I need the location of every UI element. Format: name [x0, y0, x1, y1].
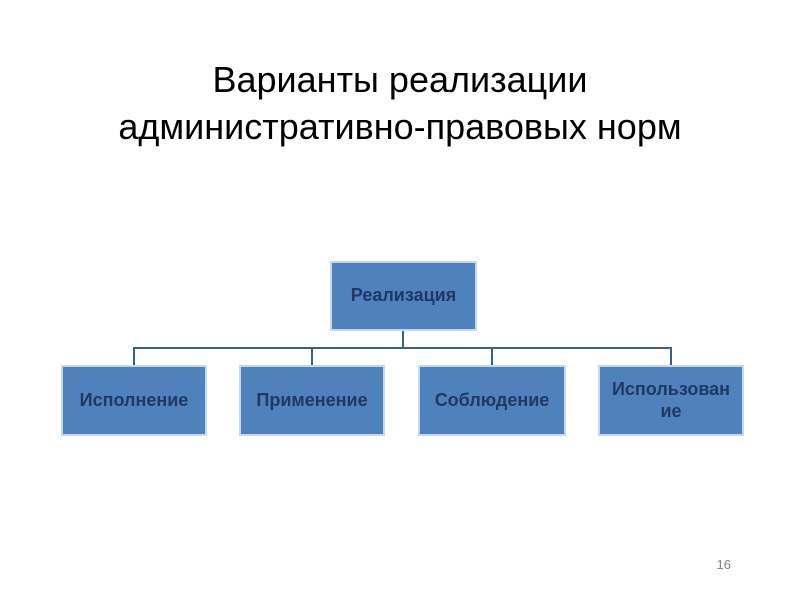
node-realizaciya: Реализация [330, 261, 477, 331]
node-soblyudenie: Соблюдение [418, 365, 566, 436]
connector-drop-ispolnenie [133, 347, 135, 365]
slide-title: Варианты реализации административно-прав… [118, 59, 682, 147]
connector-drop-soblyudenie [491, 347, 493, 365]
connector-drop-primenenie [311, 347, 313, 365]
connector-horizontal-bar [133, 347, 672, 349]
slide-number: 16 [716, 557, 731, 572]
connector-drop-ispolzovanie [670, 347, 672, 365]
node-primenenie: Применение [239, 365, 385, 436]
node-ispolzovanie: Использован ие [598, 365, 744, 436]
node-ispolnenie: Исполнение [61, 365, 207, 436]
connector-stem [402, 331, 404, 347]
